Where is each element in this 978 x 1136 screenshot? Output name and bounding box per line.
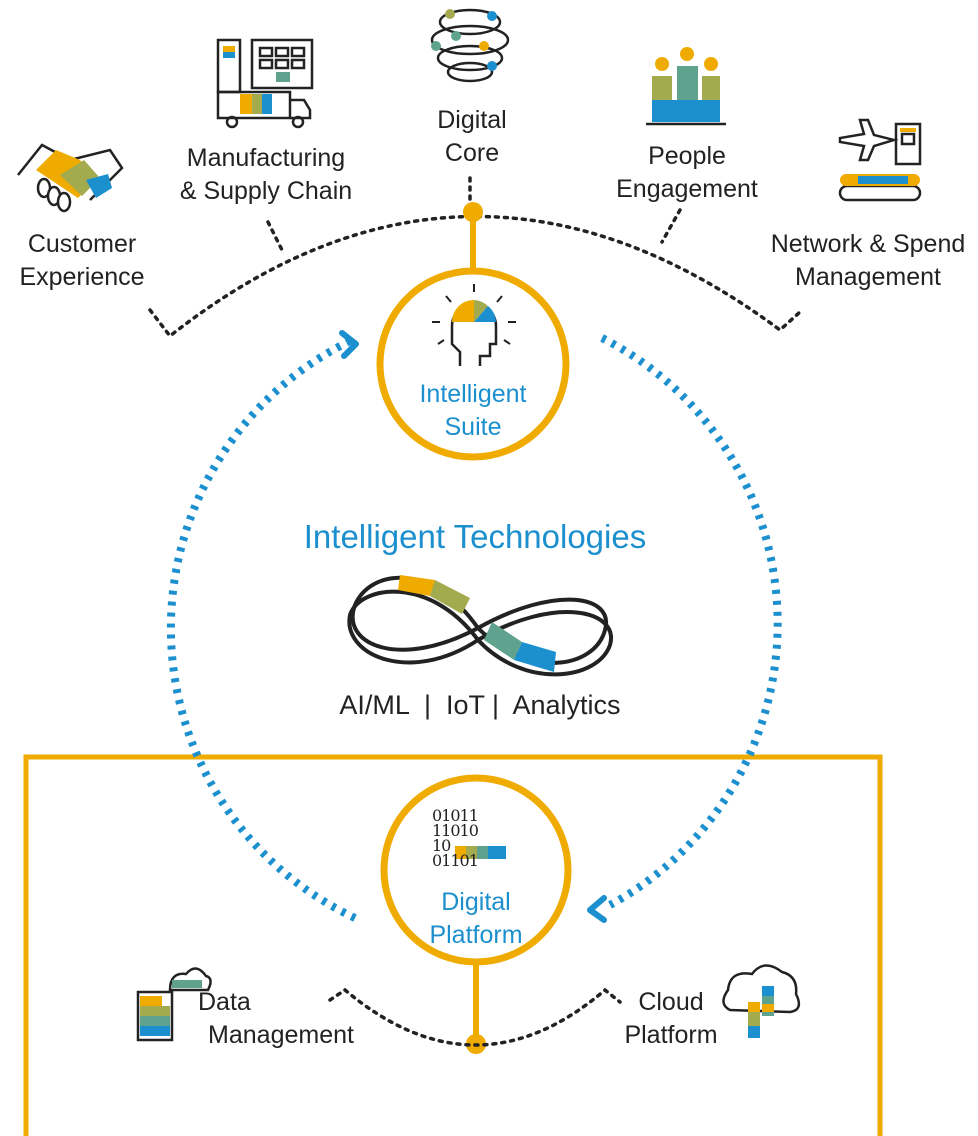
binary-color-block: [455, 846, 506, 859]
spiral-core-icon: [430, 8, 510, 83]
head-brain-icon: [432, 284, 516, 366]
factory-truck-icon: [216, 38, 314, 129]
connector-manufacturing: [266, 220, 284, 252]
documents-cloud-icon: [136, 967, 212, 1042]
binary-code-icon: 01011 11010 10 01101: [432, 806, 479, 870]
spiral-nodes: [431, 9, 497, 71]
connector-people: [660, 208, 682, 244]
handshake-icon: [17, 143, 124, 213]
platform-frame: [23, 754, 883, 1136]
infinity-loop-icon: [347, 575, 613, 677]
arrowhead-bottom: [587, 895, 607, 923]
intelligent-suite-circle: [376, 267, 570, 461]
blue-cycle-arc-right: [600, 334, 782, 909]
blue-cycle-arc-left: [166, 336, 357, 922]
label-manufacturing: Manufacturing& Supply Chain: [179, 144, 353, 205]
bottom-dotted-arc: [328, 987, 622, 1047]
arrowhead-top: [339, 330, 359, 359]
cloud-bars-icon: [722, 964, 801, 1038]
suite-connector-dot: [463, 202, 483, 222]
intelligent-technologies-items: AI/ML | IoT | Analytics: [339, 690, 621, 720]
people-icon: [646, 47, 726, 126]
intelligent-technologies-title: Intelligent Technologies: [303, 518, 647, 555]
